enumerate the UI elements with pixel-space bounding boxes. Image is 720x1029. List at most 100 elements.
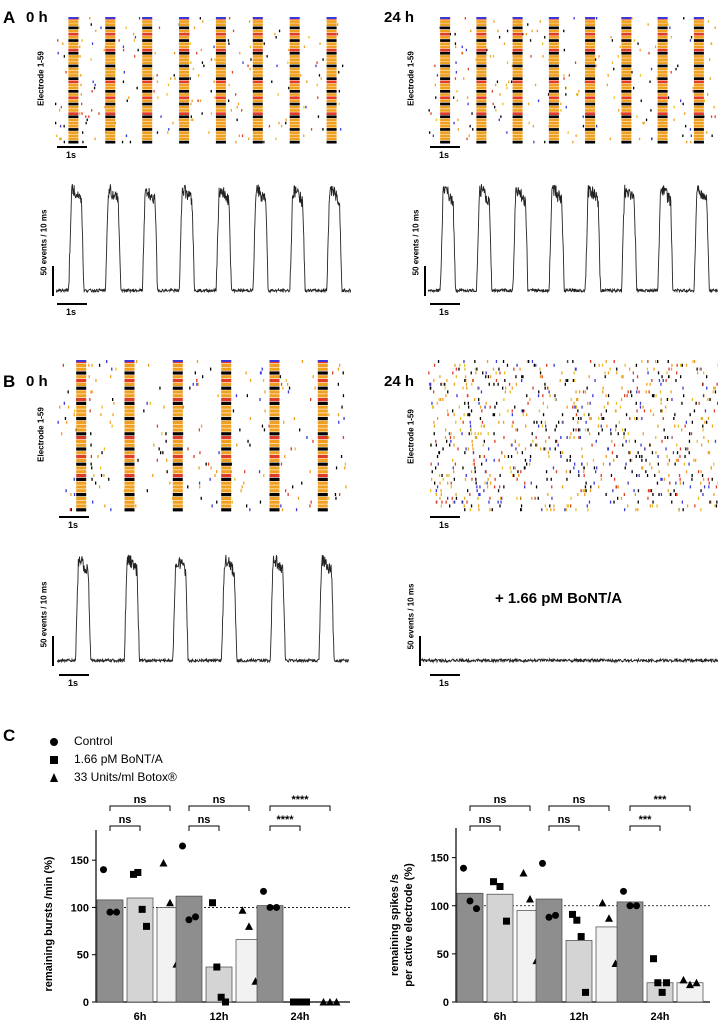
raster-spike — [524, 466, 526, 470]
raster-burst — [693, 45, 704, 49]
raster-burst — [317, 367, 328, 371]
raster-burst — [179, 32, 190, 36]
raster-spike — [707, 451, 709, 455]
raster-spike — [465, 382, 468, 386]
raster-spike — [528, 102, 530, 106]
raster-burst — [548, 99, 559, 103]
raster-spike — [582, 115, 584, 118]
raster-spike — [667, 462, 669, 466]
raster-burst — [585, 93, 596, 96]
raster-spike — [651, 137, 653, 141]
y-tick-label: 50 — [77, 950, 89, 962]
raster-spike — [634, 417, 636, 420]
raster-burst — [317, 409, 328, 413]
raster-spike — [241, 134, 244, 137]
raster-burst — [215, 61, 226, 65]
data-point — [545, 913, 553, 921]
raster-spike — [649, 504, 651, 508]
raster-spike — [471, 439, 473, 443]
raster-spike — [584, 489, 586, 493]
raster-burst — [317, 489, 328, 493]
raster-spike — [63, 124, 65, 128]
raster-spike — [81, 112, 83, 115]
raster-spike — [580, 489, 582, 493]
raster-spike — [601, 428, 603, 432]
raster-burst — [326, 112, 337, 115]
raster-spike — [631, 71, 633, 74]
raster-spike — [469, 424, 472, 428]
raster-burst — [215, 93, 226, 96]
significance-bracket — [188, 805, 250, 811]
raster-burst — [512, 128, 523, 131]
raster-burst — [317, 455, 328, 459]
raster-burst — [326, 83, 337, 87]
raster-burst — [269, 489, 280, 493]
raster-burst — [289, 48, 300, 52]
raster-spike — [64, 417, 67, 420]
raster-spike — [660, 493, 663, 496]
raster-burst — [512, 77, 523, 80]
raster-spike — [541, 375, 543, 379]
raster-spike — [63, 401, 65, 405]
raster-spike — [485, 470, 487, 474]
raster-spike — [453, 413, 455, 417]
raster-spike — [554, 398, 556, 401]
raster-spike — [697, 470, 700, 474]
raster-spike — [561, 413, 564, 417]
raster-spike — [98, 112, 100, 115]
raster-spike — [592, 458, 595, 462]
raster-spike — [617, 432, 619, 436]
raster-burst — [548, 36, 559, 39]
raster-burst — [326, 71, 337, 74]
raster-spike — [462, 420, 464, 424]
raster-burst — [657, 36, 668, 39]
raster-burst — [269, 474, 280, 478]
raster-burst — [440, 80, 451, 84]
raster-spike — [469, 413, 471, 417]
raster-burst — [252, 137, 263, 141]
raster-burst — [269, 386, 280, 390]
raster-spike — [670, 367, 673, 371]
raster-spike — [495, 109, 497, 112]
raster-burst — [657, 71, 668, 74]
raster-burst — [512, 55, 523, 58]
raster-burst — [585, 140, 596, 144]
data-point — [626, 902, 634, 910]
raster-burst — [657, 121, 668, 125]
raster-spike — [455, 496, 458, 500]
raster-spike — [655, 360, 657, 363]
raster-burst — [252, 51, 263, 55]
bar — [486, 893, 514, 1003]
raster-spike — [702, 382, 704, 386]
raster-burst — [621, 112, 632, 115]
raster-burst — [172, 382, 183, 386]
trace-a-24h-ylabel: 50 events / 10 ms — [411, 209, 421, 276]
raster-burst — [621, 124, 632, 128]
raster-burst — [621, 131, 632, 134]
raster-spike — [591, 443, 593, 447]
raster-burst — [105, 128, 116, 131]
raster-spike — [433, 363, 436, 367]
raster-spike — [524, 481, 526, 485]
raster-spike — [122, 80, 125, 83]
raster-spike — [240, 489, 242, 493]
raster-burst-top — [289, 17, 300, 19]
raster-spike — [94, 83, 96, 87]
raster-burst — [476, 51, 487, 55]
legend-label-control: Control — [74, 734, 113, 748]
raster-spike — [277, 93, 279, 96]
raster-burst — [179, 51, 190, 55]
raster-burst — [693, 55, 704, 58]
raster-spike — [469, 420, 471, 424]
raster-spike — [714, 115, 716, 118]
raster-burst — [221, 413, 232, 417]
raster-burst — [215, 20, 226, 23]
raster-burst — [289, 118, 300, 122]
raster-spike — [564, 382, 566, 386]
raster-burst-top — [512, 17, 523, 19]
raster-spike — [287, 61, 289, 64]
raster-spike — [648, 390, 650, 394]
trace-b-24h-scalebar-label: 1s — [439, 678, 450, 688]
raster-spike — [651, 394, 654, 398]
raster-spike — [526, 360, 529, 363]
